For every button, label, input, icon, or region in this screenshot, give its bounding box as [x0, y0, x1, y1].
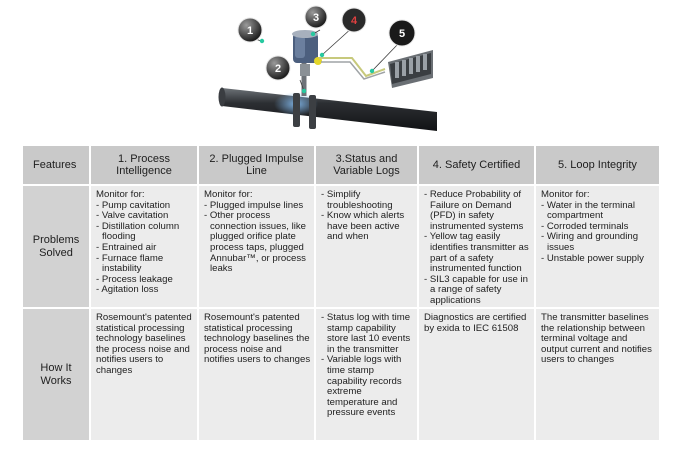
- list-item: Reduce Probability of Failure on Demand …: [424, 189, 531, 232]
- list-item: Process leakage: [96, 274, 194, 286]
- marker-4-label: 4: [351, 15, 358, 27]
- header-safety-certified: 4. Safety Certified: [419, 146, 536, 186]
- pipe: [218, 87, 437, 131]
- list-item: Variable logs with time stamp capability…: [321, 355, 414, 419]
- marker-1: 1: [237, 17, 263, 43]
- row-label-how-it-works: How It Works: [23, 309, 91, 442]
- header-plugged-impulse-line: 2. Plugged Impulse Line: [199, 146, 316, 186]
- bullet-list: Reduce Probability of Failure on Demand …: [424, 189, 531, 307]
- bullet-list: Plugged impulse lines Other process conn…: [204, 200, 311, 275]
- bullet-list: Simplify troubleshooting Know which aler…: [321, 189, 414, 243]
- list-item: Entrained air: [96, 242, 194, 254]
- list-item: Water in the terminal compartment: [541, 200, 656, 222]
- marker-2: 2: [265, 55, 291, 81]
- features-table: Features 1. Process Intelligence 2. Plug…: [23, 146, 661, 442]
- list-item: Know which alerts have been active and w…: [321, 210, 414, 243]
- bullet-list: Status log with time stamp capability st…: [321, 312, 414, 419]
- header-process-intelligence: 1. Process Intelligence: [91, 146, 199, 186]
- cell-lead: Monitor for:: [96, 189, 145, 200]
- list-item: Distillation column flooding: [96, 221, 194, 243]
- marker-4: 4: [341, 7, 367, 33]
- cell-text: Diagnostics are certified by exida to IE…: [424, 312, 527, 334]
- list-item: Status log with time stamp capability st…: [321, 312, 414, 355]
- list-item: Yellow tag easily identifies transmitter…: [424, 232, 531, 274]
- cell-problems-status-variable-logs: Simplify troubleshooting Know which aler…: [316, 186, 419, 309]
- list-item: SIL3 capable for use in a range of safet…: [424, 274, 531, 307]
- cell-lead: Monitor for:: [541, 189, 590, 200]
- cell-works-status-variable-logs: Status log with time stamp capability st…: [316, 309, 419, 442]
- header-features: Features: [23, 146, 91, 186]
- cell-works-loop-integrity: The transmitter baselines the relationsh…: [536, 309, 661, 442]
- cell-text: Rosemount's patented statistical process…: [204, 312, 311, 366]
- marker-3: 3: [304, 5, 328, 29]
- list-item: Wiring and grounding issues: [541, 232, 656, 253]
- table-header-row: Features 1. Process Intelligence 2. Plug…: [23, 146, 661, 186]
- cell-works-process-intelligence: Rosemount's patented statistical process…: [91, 309, 199, 442]
- cell-lead: Monitor for:: [204, 189, 253, 200]
- table-row-how-it-works: How It Works Rosemount's patented statis…: [23, 309, 661, 442]
- list-item: Other process connection issues, like pl…: [204, 210, 311, 275]
- list-item: Simplify troubleshooting: [321, 189, 414, 211]
- loop-wiring: [319, 50, 433, 88]
- marker-5: 5: [388, 19, 416, 47]
- table-row-problems-solved: Problems Solved Monitor for: Pump cavita…: [23, 186, 661, 309]
- cell-works-plugged-impulse-line: Rosemount's patented statistical process…: [199, 309, 316, 442]
- cell-problems-safety-certified: Reduce Probability of Failure on Demand …: [419, 186, 536, 309]
- bullet-list: Pump cavitation Valve cavitation Distill…: [96, 200, 194, 296]
- cell-works-safety-certified: Diagnostics are certified by exida to IE…: [419, 309, 536, 442]
- marker-5-label: 5: [399, 28, 405, 40]
- transmitter: [292, 30, 322, 96]
- list-item: Corroded terminals: [541, 221, 656, 233]
- marker-1-label: 1: [247, 25, 253, 37]
- list-item: Plugged impulse lines: [204, 200, 311, 212]
- cell-text: The transmitter baselines the relationsh…: [541, 312, 652, 366]
- list-item: Valve cavitation: [96, 211, 194, 222]
- bullet-list: Water in the terminal compartment Corrod…: [541, 200, 656, 265]
- cell-problems-loop-integrity: Monitor for: Water in the terminal compa…: [536, 186, 661, 309]
- header-status-variable-logs: 3.Status and Variable Logs: [316, 146, 419, 186]
- cell-problems-process-intelligence: Monitor for: Pump cavitation Valve cavit…: [91, 186, 199, 309]
- list-item: Agitation loss: [96, 285, 194, 296]
- transmitter-illustration: 1 2 3 4 5: [218, 5, 437, 131]
- row-label-problems-solved: Problems Solved: [23, 186, 91, 309]
- list-item: Unstable power supply: [541, 253, 656, 265]
- marker-3-label: 3: [313, 12, 319, 24]
- marker-2-label: 2: [275, 63, 281, 75]
- list-item: Furnace flame instability: [96, 253, 194, 275]
- cell-text: Rosemount's patented statistical process…: [96, 312, 192, 376]
- header-loop-integrity: 5. Loop Integrity: [536, 146, 661, 186]
- cell-problems-plugged-impulse-line: Monitor for: Plugged impulse lines Other…: [199, 186, 316, 309]
- list-item: Pump cavitation: [96, 200, 194, 212]
